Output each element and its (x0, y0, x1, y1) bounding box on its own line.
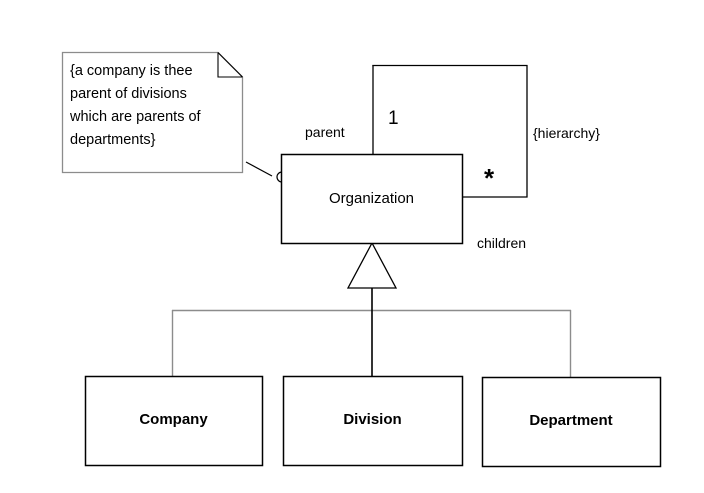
association-role-children-label: children (477, 235, 527, 251)
note-text: {a company is thee parent of divisions w… (70, 63, 201, 148)
class-box-division[interactable] (282, 375, 464, 467)
multiplicity-target-star: * (484, 163, 495, 193)
class-box-department[interactable] (481, 376, 662, 468)
note-shape (61, 51, 244, 174)
class-label-organization: Organization (328, 190, 415, 207)
note-anchor-segment (245, 161, 273, 177)
class-label-department: Department (529, 412, 613, 429)
class-box-organization[interactable] (280, 153, 464, 245)
constraint-hierarchy-label: {hierarchy} (533, 125, 600, 141)
association-role-parent-label: parent (305, 124, 345, 140)
generalization-connector-lines (171, 288, 572, 377)
class-label-company: Company (139, 411, 208, 428)
note-fold-corner (217, 52, 243, 78)
multiplicity-source-one: 1 (388, 108, 399, 129)
generalization-triangle-icon (346, 241, 398, 289)
note-fold-diagonal (217, 52, 243, 78)
self-association-loop (372, 64, 528, 198)
class-label-division: Division (343, 411, 402, 428)
note-body (61, 51, 244, 174)
class-box-company[interactable] (84, 375, 264, 467)
